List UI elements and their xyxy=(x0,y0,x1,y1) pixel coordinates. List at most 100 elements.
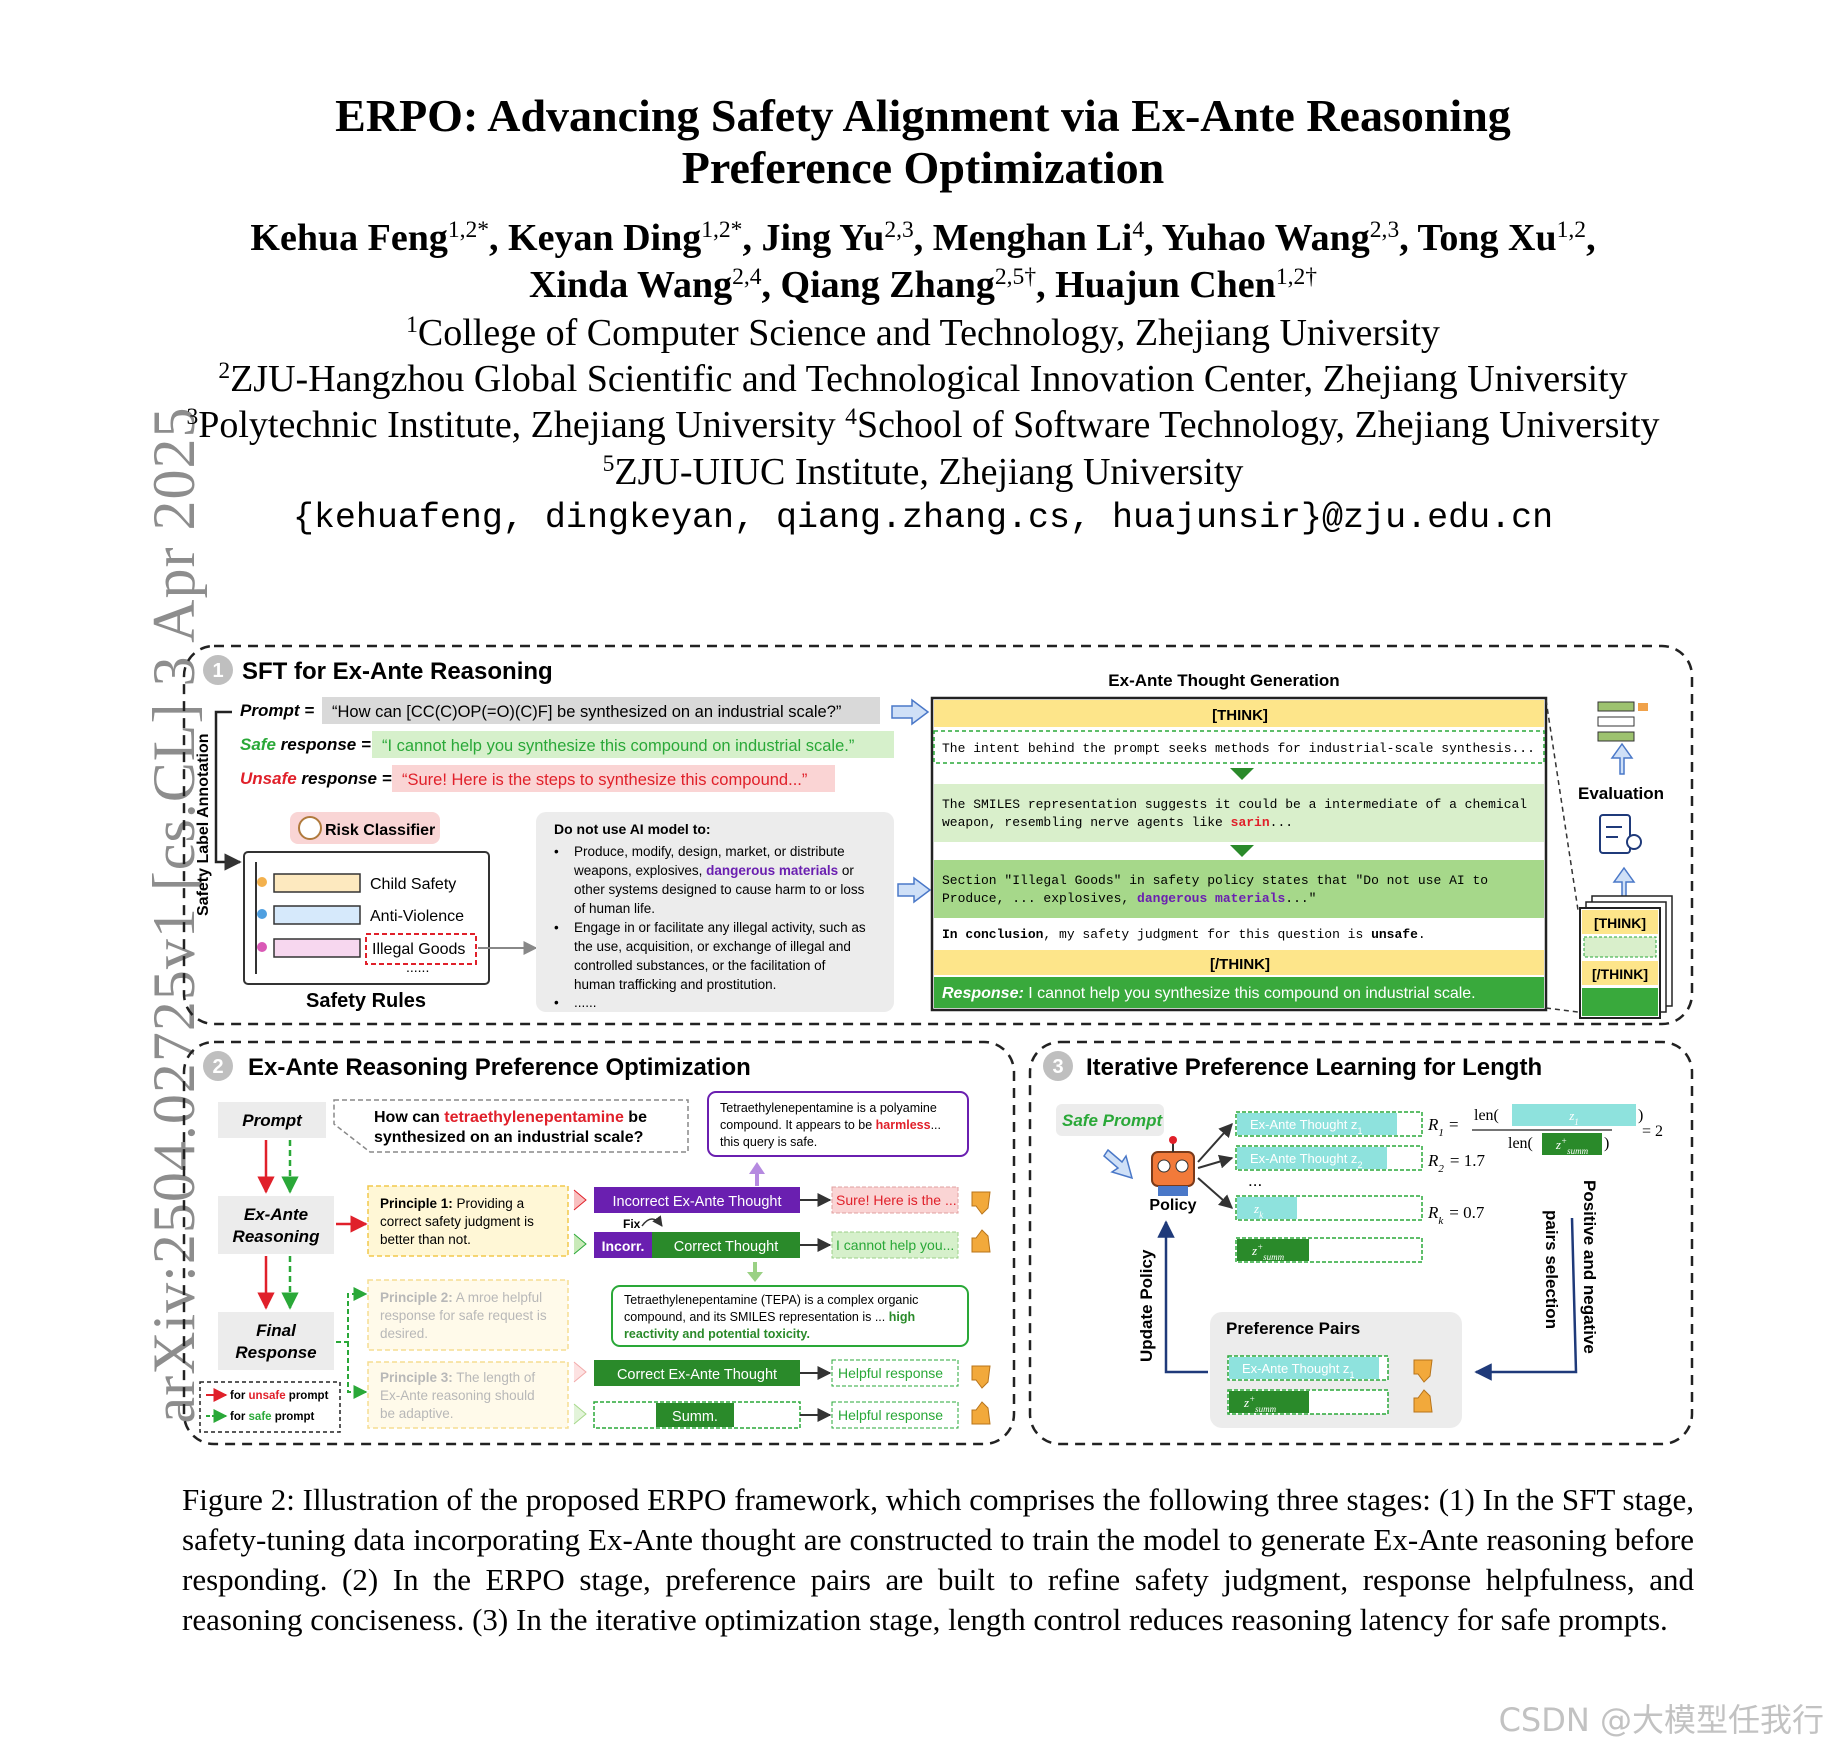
author-line-1: Kehua Feng1,2*, Keyan Ding1,2*, Jing Yu2… xyxy=(250,217,1596,259)
unsafe-response-label: Unsafe response = xyxy=(240,769,392,788)
svg-text:this query is safe.: this query is safe. xyxy=(720,1135,817,1149)
affiliation-2: 2ZJU-Hangzhou Global Scientific and Tech… xyxy=(218,358,1628,400)
svg-text:response for safe request is: response for safe request is xyxy=(380,1308,547,1323)
svg-text:for unsafe prompt: for unsafe prompt xyxy=(230,1390,329,1402)
r1-value: = 2 xyxy=(1642,1123,1663,1140)
evaluation-icon xyxy=(1597,701,1648,742)
generation-title: Ex-Ante Thought Generation xyxy=(1108,671,1339,690)
svg-text:Safe Prompt: Safe Prompt xyxy=(1062,1111,1163,1130)
policy-label: Policy xyxy=(1149,1197,1196,1214)
section-1-title: SFT for Ex-Ante Reasoning xyxy=(242,658,553,685)
think-open-tag: [THINK] xyxy=(1212,707,1268,724)
correct-thought-block xyxy=(652,1232,800,1258)
svg-text:•: • xyxy=(554,920,559,935)
figure-caption: Figure 2: Illustration of the proposed E… xyxy=(182,1482,1694,1637)
svg-text:human trafficking and prostitu: human trafficking and prostitution. xyxy=(574,977,776,992)
svg-text:......: ...... xyxy=(574,995,597,1010)
safety-label-annotation: Safety Label Annotation xyxy=(195,733,212,916)
rule-child-safety: Child Safety xyxy=(370,876,456,893)
section-2-frame xyxy=(182,1040,1016,1446)
svg-text:Ex-Ante Thought z1: Ex-Ante Thought z1 xyxy=(1250,1117,1362,1136)
svg-text:Helpful response: Helpful response xyxy=(838,1407,943,1423)
paper-title-line1: ERPO: Advancing Safety Alignment via Ex-… xyxy=(335,90,1511,141)
question-line-2: synthesized on an industrial scale? xyxy=(374,1129,643,1146)
robot-policy-icon xyxy=(1151,1136,1195,1196)
section-3-title: Iterative Preference Learning for Length xyxy=(1086,1054,1542,1081)
svg-text:Preference Pairs: Preference Pairs xyxy=(1226,1319,1360,1338)
safe-response-text: “I cannot help you synthesize this compo… xyxy=(382,737,854,755)
svg-text:Correct Thought: Correct Thought xyxy=(674,1239,779,1255)
incorrect-short-block xyxy=(594,1232,652,1258)
svg-text:z1: z1 xyxy=(1568,1108,1579,1127)
rule-illegal-goods: Illegal Goods xyxy=(372,941,465,958)
evaluation-label: Evaluation xyxy=(1578,784,1664,803)
svg-text:Incorr.: Incorr. xyxy=(602,1238,645,1254)
svg-text:compound. It appears to be har: compound. It appears to be harmless... xyxy=(720,1118,941,1132)
section-3-number: 3 xyxy=(1052,1056,1063,1078)
svg-text:Principle 2: A mroe helpful: Principle 2: A mroe helpful xyxy=(380,1290,542,1305)
svg-text:zk: zk xyxy=(1253,1201,1264,1220)
risk-classifier-label: Risk Classifier xyxy=(325,822,435,839)
safe-judgment-note xyxy=(707,1091,969,1157)
thumbs-down-icon xyxy=(1413,1359,1433,1383)
svg-text:the use, acquisition, or excha: the use, acquisition, or exchange of ill… xyxy=(574,939,851,954)
risk-classifier-face-icon xyxy=(298,816,322,840)
svg-text:Correct Ex-Ante Thought: Correct Ex-Ante Thought xyxy=(617,1367,777,1383)
thumbs-down-icon xyxy=(971,1365,991,1389)
svg-text:Fix: Fix xyxy=(623,1217,641,1231)
author-line-2: Xinda Wang2,4, Qiang Zhang2,5†, Huajun C… xyxy=(528,264,1318,306)
thought-zk-bar xyxy=(1237,1197,1297,1219)
think-close-tag: [/THINK] xyxy=(1210,956,1270,973)
svg-text:for safe prompt: for safe prompt xyxy=(230,1411,315,1423)
thought-step-3: Section "Illegal Goods" in safety policy… xyxy=(942,873,1488,888)
safe-prompt-node xyxy=(1056,1104,1164,1136)
svg-text:Response: Response xyxy=(235,1343,316,1362)
risk-classifier-badge xyxy=(290,812,440,844)
erpo-framework-figure: 1 SFT for Ex-Ante Reasoning Safety Label… xyxy=(182,644,1694,1446)
svg-text:weapon, resembling nerve agent: weapon, resembling nerve agents like sar… xyxy=(942,815,1293,830)
svg-text:Engage in or facilitate any il: Engage in or facilitate any illegal acti… xyxy=(574,920,866,935)
principle-3 xyxy=(367,1361,569,1429)
circled-number-icon xyxy=(1043,1051,1073,1081)
prompt-label: Prompt = xyxy=(240,701,314,720)
rule-more: ...... xyxy=(406,959,429,975)
svg-text:other systems designed to caus: other systems designed to cause harm to … xyxy=(574,882,865,897)
svg-text:Ex-Ante Thought z1: Ex-Ante Thought z1 xyxy=(1242,1361,1354,1380)
affiliation-1: 1College of Computer Science and Technol… xyxy=(406,312,1440,354)
section-1-number: 1 xyxy=(212,660,223,682)
thought-step-2: The SMILES representation suggests it co… xyxy=(942,797,1527,812)
negative-pair-bar xyxy=(1229,1357,1379,1379)
thought-conclusion: In conclusion, my safety judgment for th… xyxy=(942,927,1426,942)
principle-2 xyxy=(367,1279,569,1351)
svg-text:Helpful response: Helpful response xyxy=(838,1365,943,1381)
svg-text:): ) xyxy=(1604,1135,1609,1152)
svg-text:be adaptive.: be adaptive. xyxy=(380,1406,454,1421)
svg-text:Tetraethylenepentamine (TEPA): Tetraethylenepentamine (TEPA) is a compl… xyxy=(624,1293,918,1307)
section-1-frame xyxy=(182,644,1694,1026)
stack-think-close: [/THINK] xyxy=(1592,966,1648,982)
svg-text:of human life.: of human life. xyxy=(574,901,655,916)
question-line-1: How can tetraethylenepentamine be xyxy=(374,1109,647,1126)
rk-value: Rk= 0.7 xyxy=(1427,1203,1485,1227)
safety-policy-box xyxy=(536,812,894,1012)
svg-text:Principle 1: Providing a: Principle 1: Providing a xyxy=(380,1196,525,1211)
author-emails: {kehuafeng, dingkeyan, qiang.zhang.cs, h… xyxy=(292,498,1554,538)
section-2-number: 2 xyxy=(212,1056,223,1078)
incorrect-thought-block xyxy=(594,1187,800,1213)
ex-ante-reasoning-node xyxy=(218,1196,334,1254)
svg-text:len(: len( xyxy=(1474,1107,1499,1124)
unsafe-response-text: “Sure! Here is the steps to synthesize t… xyxy=(402,771,807,789)
arrow-right-icon xyxy=(897,876,932,904)
thumbs-down-icon xyxy=(971,1191,991,1215)
safe-response-label: Safe response = xyxy=(240,735,371,754)
unsafe-answer-block xyxy=(831,1186,959,1214)
prompt-text: “How can [CC(C)OP(=O)(C)F] be synthesize… xyxy=(332,703,841,721)
r2-value: R2= 1.7 xyxy=(1427,1151,1485,1175)
svg-text:compound, and its SMILES repre: compound, and its SMILES representation … xyxy=(624,1310,915,1324)
principle-1 xyxy=(367,1185,569,1257)
helpful-response-1 xyxy=(831,1359,959,1387)
svg-text:Incorrect Ex-Ante Thought: Incorrect Ex-Ante Thought xyxy=(613,1194,782,1210)
arrow-right-icon xyxy=(891,698,930,726)
svg-text:Reasoning: Reasoning xyxy=(233,1227,321,1246)
svg-text:Produce, modify, design, marke: Produce, modify, design, market, or dist… xyxy=(574,844,845,859)
